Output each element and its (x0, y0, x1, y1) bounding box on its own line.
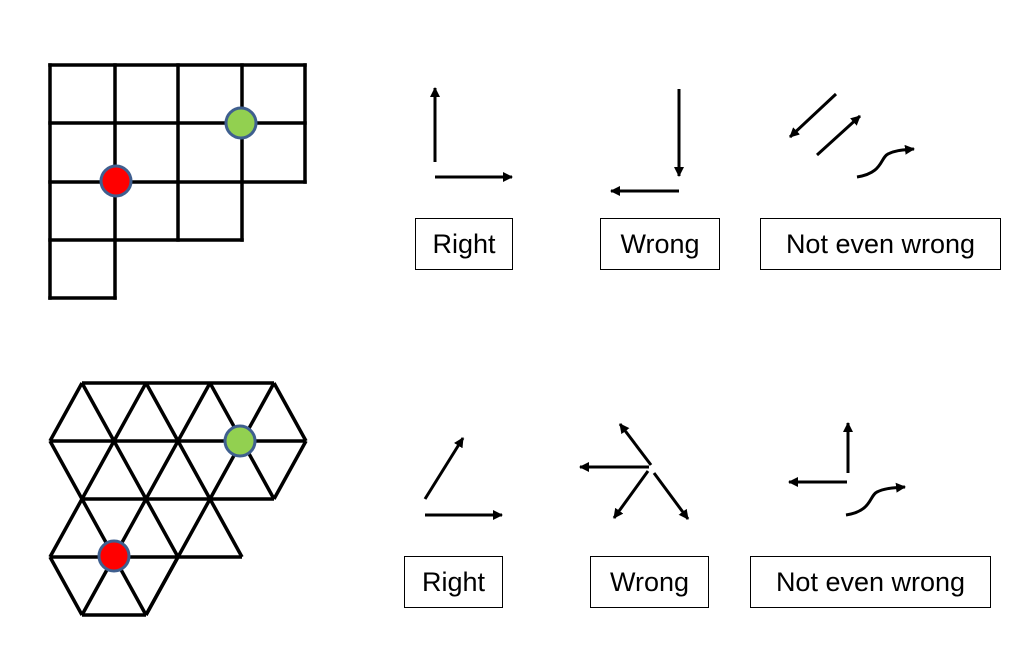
not-even-wrong-arrows-triangle (788, 422, 906, 517)
end-dot (224, 106, 258, 140)
arrow-up-left (618, 423, 653, 466)
arrow-curved (856, 144, 915, 179)
label-wrong: Wrong (590, 556, 709, 608)
arrow-diagonal-up-right (815, 114, 862, 157)
label-right: Right (404, 556, 503, 608)
wrong-arrows-square (610, 89, 684, 196)
right-arrows-triangle (423, 437, 503, 520)
right-arrows-square (430, 87, 513, 182)
triangle-grid (48, 381, 308, 617)
start-dot (97, 539, 131, 573)
arrow-down-right (652, 472, 690, 520)
end-dot (223, 424, 257, 458)
wrong-arrows-triangle (579, 423, 690, 520)
not-even-wrong-arrows-square (788, 92, 915, 179)
arrow-diagonal-down-left (788, 92, 838, 139)
arrow-up-right (423, 437, 465, 500)
arrow-curved (845, 482, 906, 517)
label-not-even-wrong: Not even wrong (750, 556, 991, 608)
arrow-down-left (612, 470, 650, 519)
start-dot (99, 164, 133, 198)
label-not-even-wrong: Not even wrong (760, 218, 1001, 270)
label-right: Right (415, 218, 513, 270)
label-wrong: Wrong (600, 218, 720, 270)
square-grid (48, 63, 307, 300)
